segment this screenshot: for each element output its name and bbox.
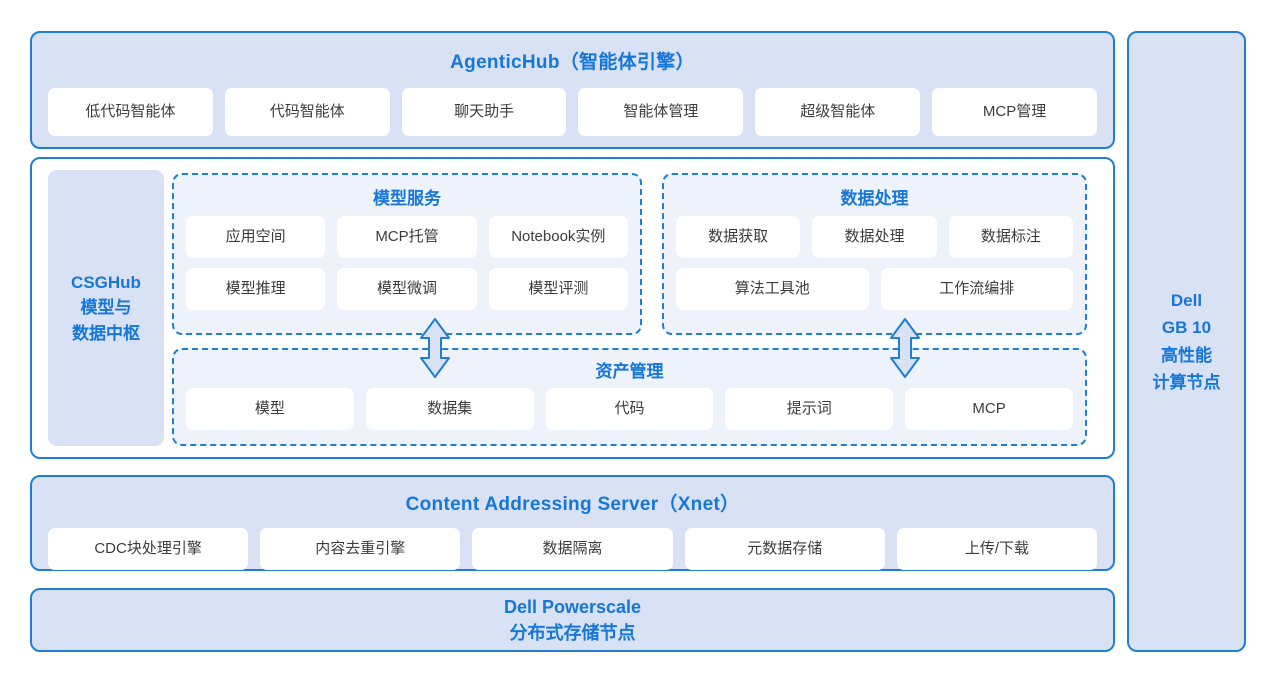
model-services-title: 模型服务 [373, 189, 441, 208]
card-agent-management[interactable]: 智能体管理 [578, 88, 744, 136]
csghub-label-text: CSGHub 模型与 数据中枢 [71, 272, 141, 343]
powerscale-panel: Dell Powerscale 分布式存储节点 [30, 588, 1115, 652]
card-cdc-block-engine[interactable]: CDC块处理引擎 [48, 528, 249, 570]
compute-node-label: Dell GB 10 高性能 计算节点 [1152, 291, 1221, 392]
data-processing-cards: 数据获取 数据处理 数据标注 算法工具池 工作流编排 [664, 216, 1085, 310]
card-super-agent[interactable]: 超级智能体 [755, 88, 921, 136]
card-low-code-agent[interactable]: 低代码智能体 [48, 88, 213, 136]
model-services-group: 模型服务 应用空间 MCP托管 Notebook实例 模型推理 模型微调 模型评… [172, 173, 642, 335]
data-processing-title: 数据处理 [840, 189, 909, 208]
card-model-finetune[interactable]: 模型微调 [337, 268, 477, 310]
card-models[interactable]: 模型 [186, 388, 354, 430]
double-arrow-model-services-icon [420, 318, 450, 378]
card-mcp-hosting[interactable]: MCP托管 [337, 216, 477, 258]
card-model-evaluation[interactable]: 模型评测 [488, 268, 628, 310]
card-dedup-engine[interactable]: 内容去重引擎 [260, 528, 461, 570]
card-datasets[interactable]: 数据集 [365, 388, 534, 430]
compute-node-panel: Dell GB 10 高性能 计算节点 [1127, 31, 1246, 652]
card-data-annotation[interactable]: 数据标注 [948, 216, 1073, 258]
card-model-inference[interactable]: 模型推理 [186, 268, 326, 310]
data-processing-row-2: 算法工具池 工作流编排 [676, 268, 1073, 310]
asset-management-cards: 模型 数据集 代码 提示词 MCP [174, 388, 1085, 430]
content-addressing-server-card-row: CDC块处理引擎 内容去重引擎 数据隔离 元数据存储 上传/下载 [48, 528, 1098, 570]
card-mcp[interactable]: MCP [905, 388, 1073, 430]
asset-management-row: 模型 数据集 代码 提示词 MCP [186, 388, 1073, 430]
content-addressing-server-panel: Content Addressing Server（Xnet） CDC块处理引擎… [30, 475, 1115, 571]
model-services-row-2: 模型推理 模型微调 模型评测 [186, 268, 628, 310]
card-code-agent[interactable]: 代码智能体 [224, 88, 390, 136]
data-processing-group: 数据处理 数据获取 数据处理 数据标注 算法工具池 工作流编排 [662, 173, 1087, 335]
agentic-hub-card-row: 低代码智能体 代码智能体 聊天助手 智能体管理 超级智能体 MCP管理 [48, 88, 1097, 136]
card-prompts[interactable]: 提示词 [725, 388, 894, 430]
agentic-hub-panel: AgenticHub（智能体引擎） 低代码智能体 代码智能体 聊天助手 智能体管… [30, 31, 1115, 149]
model-services-cards: 应用空间 MCP托管 Notebook实例 模型推理 模型微调 模型评测 [174, 216, 640, 310]
card-data-processing[interactable]: 数据处理 [812, 216, 937, 258]
card-notebook-instance[interactable]: Notebook实例 [488, 216, 628, 258]
card-code[interactable]: 代码 [545, 388, 714, 430]
card-upload-download[interactable]: 上传/下载 [896, 528, 1098, 570]
model-services-row-1: 应用空间 MCP托管 Notebook实例 [186, 216, 628, 258]
agentic-hub-title: AgenticHub（智能体引擎） [450, 52, 695, 73]
card-mcp-management[interactable]: MCP管理 [932, 88, 1097, 136]
double-arrow-data-processing-icon [890, 318, 920, 378]
card-algorithm-tool-pool[interactable]: 算法工具池 [676, 268, 869, 310]
data-processing-row-1: 数据获取 数据处理 数据标注 [676, 216, 1073, 258]
csghub-label: CSGHub 模型与 数据中枢 [48, 170, 164, 446]
card-workflow-orchestration[interactable]: 工作流编排 [880, 268, 1073, 310]
card-data-isolation[interactable]: 数据隔离 [472, 528, 673, 570]
card-app-space[interactable]: 应用空间 [186, 216, 326, 258]
asset-management-title: 资产管理 [595, 362, 664, 381]
csghub-panel: CSGHub 模型与 数据中枢 模型服务 应用空间 MCP托管 Notebook… [30, 157, 1115, 459]
powerscale-label: Dell Powerscale 分布式存储节点 [503, 596, 642, 643]
card-chat-assistant[interactable]: 聊天助手 [401, 88, 567, 136]
card-data-acquisition[interactable]: 数据获取 [676, 216, 801, 258]
card-metadata-storage[interactable]: 元数据存储 [684, 528, 885, 570]
content-addressing-server-title: Content Addressing Server（Xnet） [405, 494, 740, 515]
asset-management-group: 资产管理 模型 数据集 代码 提示词 MCP [172, 348, 1087, 446]
